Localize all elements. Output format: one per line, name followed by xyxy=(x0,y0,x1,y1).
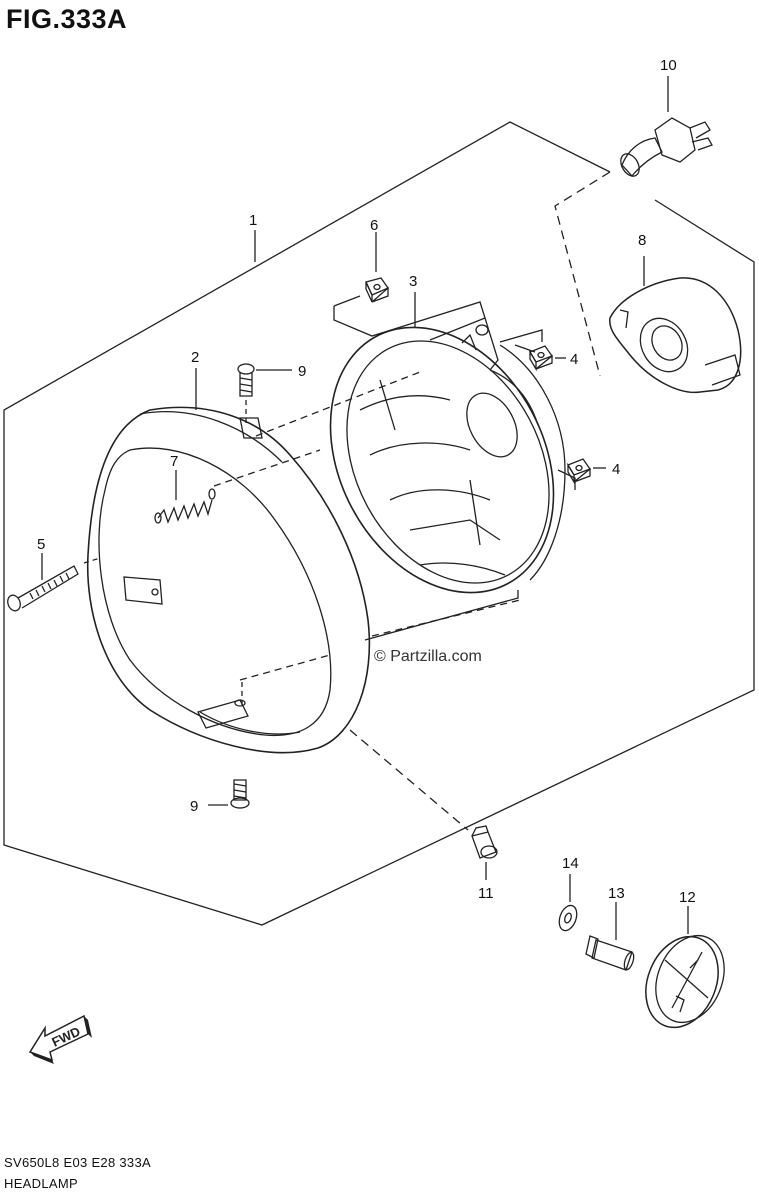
callout-5: 5 xyxy=(37,536,45,553)
alignment-line-bottom xyxy=(239,654,331,681)
reflector-bracket-right xyxy=(499,329,543,343)
reflector-bracket-base xyxy=(364,590,519,641)
callout-6: 6 xyxy=(370,217,378,234)
headlamp-reflector-unit xyxy=(286,289,598,632)
callout-12: 12 xyxy=(679,889,696,906)
screw-part-9-lower xyxy=(208,780,249,808)
callout-2: 2 xyxy=(191,349,199,366)
callout-7: 7 xyxy=(170,453,178,470)
watermark-text: © Partzilla.com xyxy=(374,648,482,665)
callout-10: 10 xyxy=(660,57,677,74)
callout-13: 13 xyxy=(608,885,625,902)
callout-4-lower: 4 xyxy=(612,461,620,478)
fwd-label: FWD xyxy=(49,1024,82,1050)
alignment-line-screw11 xyxy=(349,729,469,831)
screw-part-9-upper xyxy=(238,364,292,424)
callout-1: 1 xyxy=(249,212,257,229)
forward-direction-arrow: FWD xyxy=(28,1014,92,1064)
washer-part-14 xyxy=(556,874,580,933)
nut-part-4-lower xyxy=(568,459,606,482)
model-code: SV650L8 E03 E28 333A xyxy=(4,1155,151,1170)
callout-14: 14 xyxy=(562,855,579,872)
callout-8: 8 xyxy=(638,232,646,249)
nut-part-4-upper xyxy=(530,346,566,369)
adjuster-spring-part-7 xyxy=(155,470,215,523)
assembly-boundary-outline xyxy=(3,121,755,926)
socket-cover-part-8 xyxy=(610,256,741,392)
cap-part-12 xyxy=(633,906,737,1038)
adjuster-screw-part-5 xyxy=(6,553,78,613)
headlamp-housing-rim xyxy=(88,407,370,752)
screw-part-11 xyxy=(472,826,497,880)
callout-9-upper: 9 xyxy=(298,363,306,380)
assembly-boundary-dashed xyxy=(554,171,611,377)
reflector-bracket-bottom xyxy=(557,469,576,490)
assembly-name: HEADLAMP xyxy=(4,1176,78,1191)
callout-3: 3 xyxy=(409,273,417,290)
spacer-part-13 xyxy=(586,902,636,971)
alignment-line-spring xyxy=(213,449,321,487)
callout-11: 11 xyxy=(478,885,494,902)
callout-4-upper: 4 xyxy=(570,351,578,368)
figure-title: FIG.333A xyxy=(6,4,128,34)
nut-part-6 xyxy=(333,232,388,307)
headlamp-bulb-part-10 xyxy=(617,76,712,179)
callout-9-lower: 9 xyxy=(190,798,198,815)
reflector-bracket-top xyxy=(333,301,486,337)
alignment-line-top xyxy=(255,371,421,437)
alignment-line-screw xyxy=(83,557,101,564)
